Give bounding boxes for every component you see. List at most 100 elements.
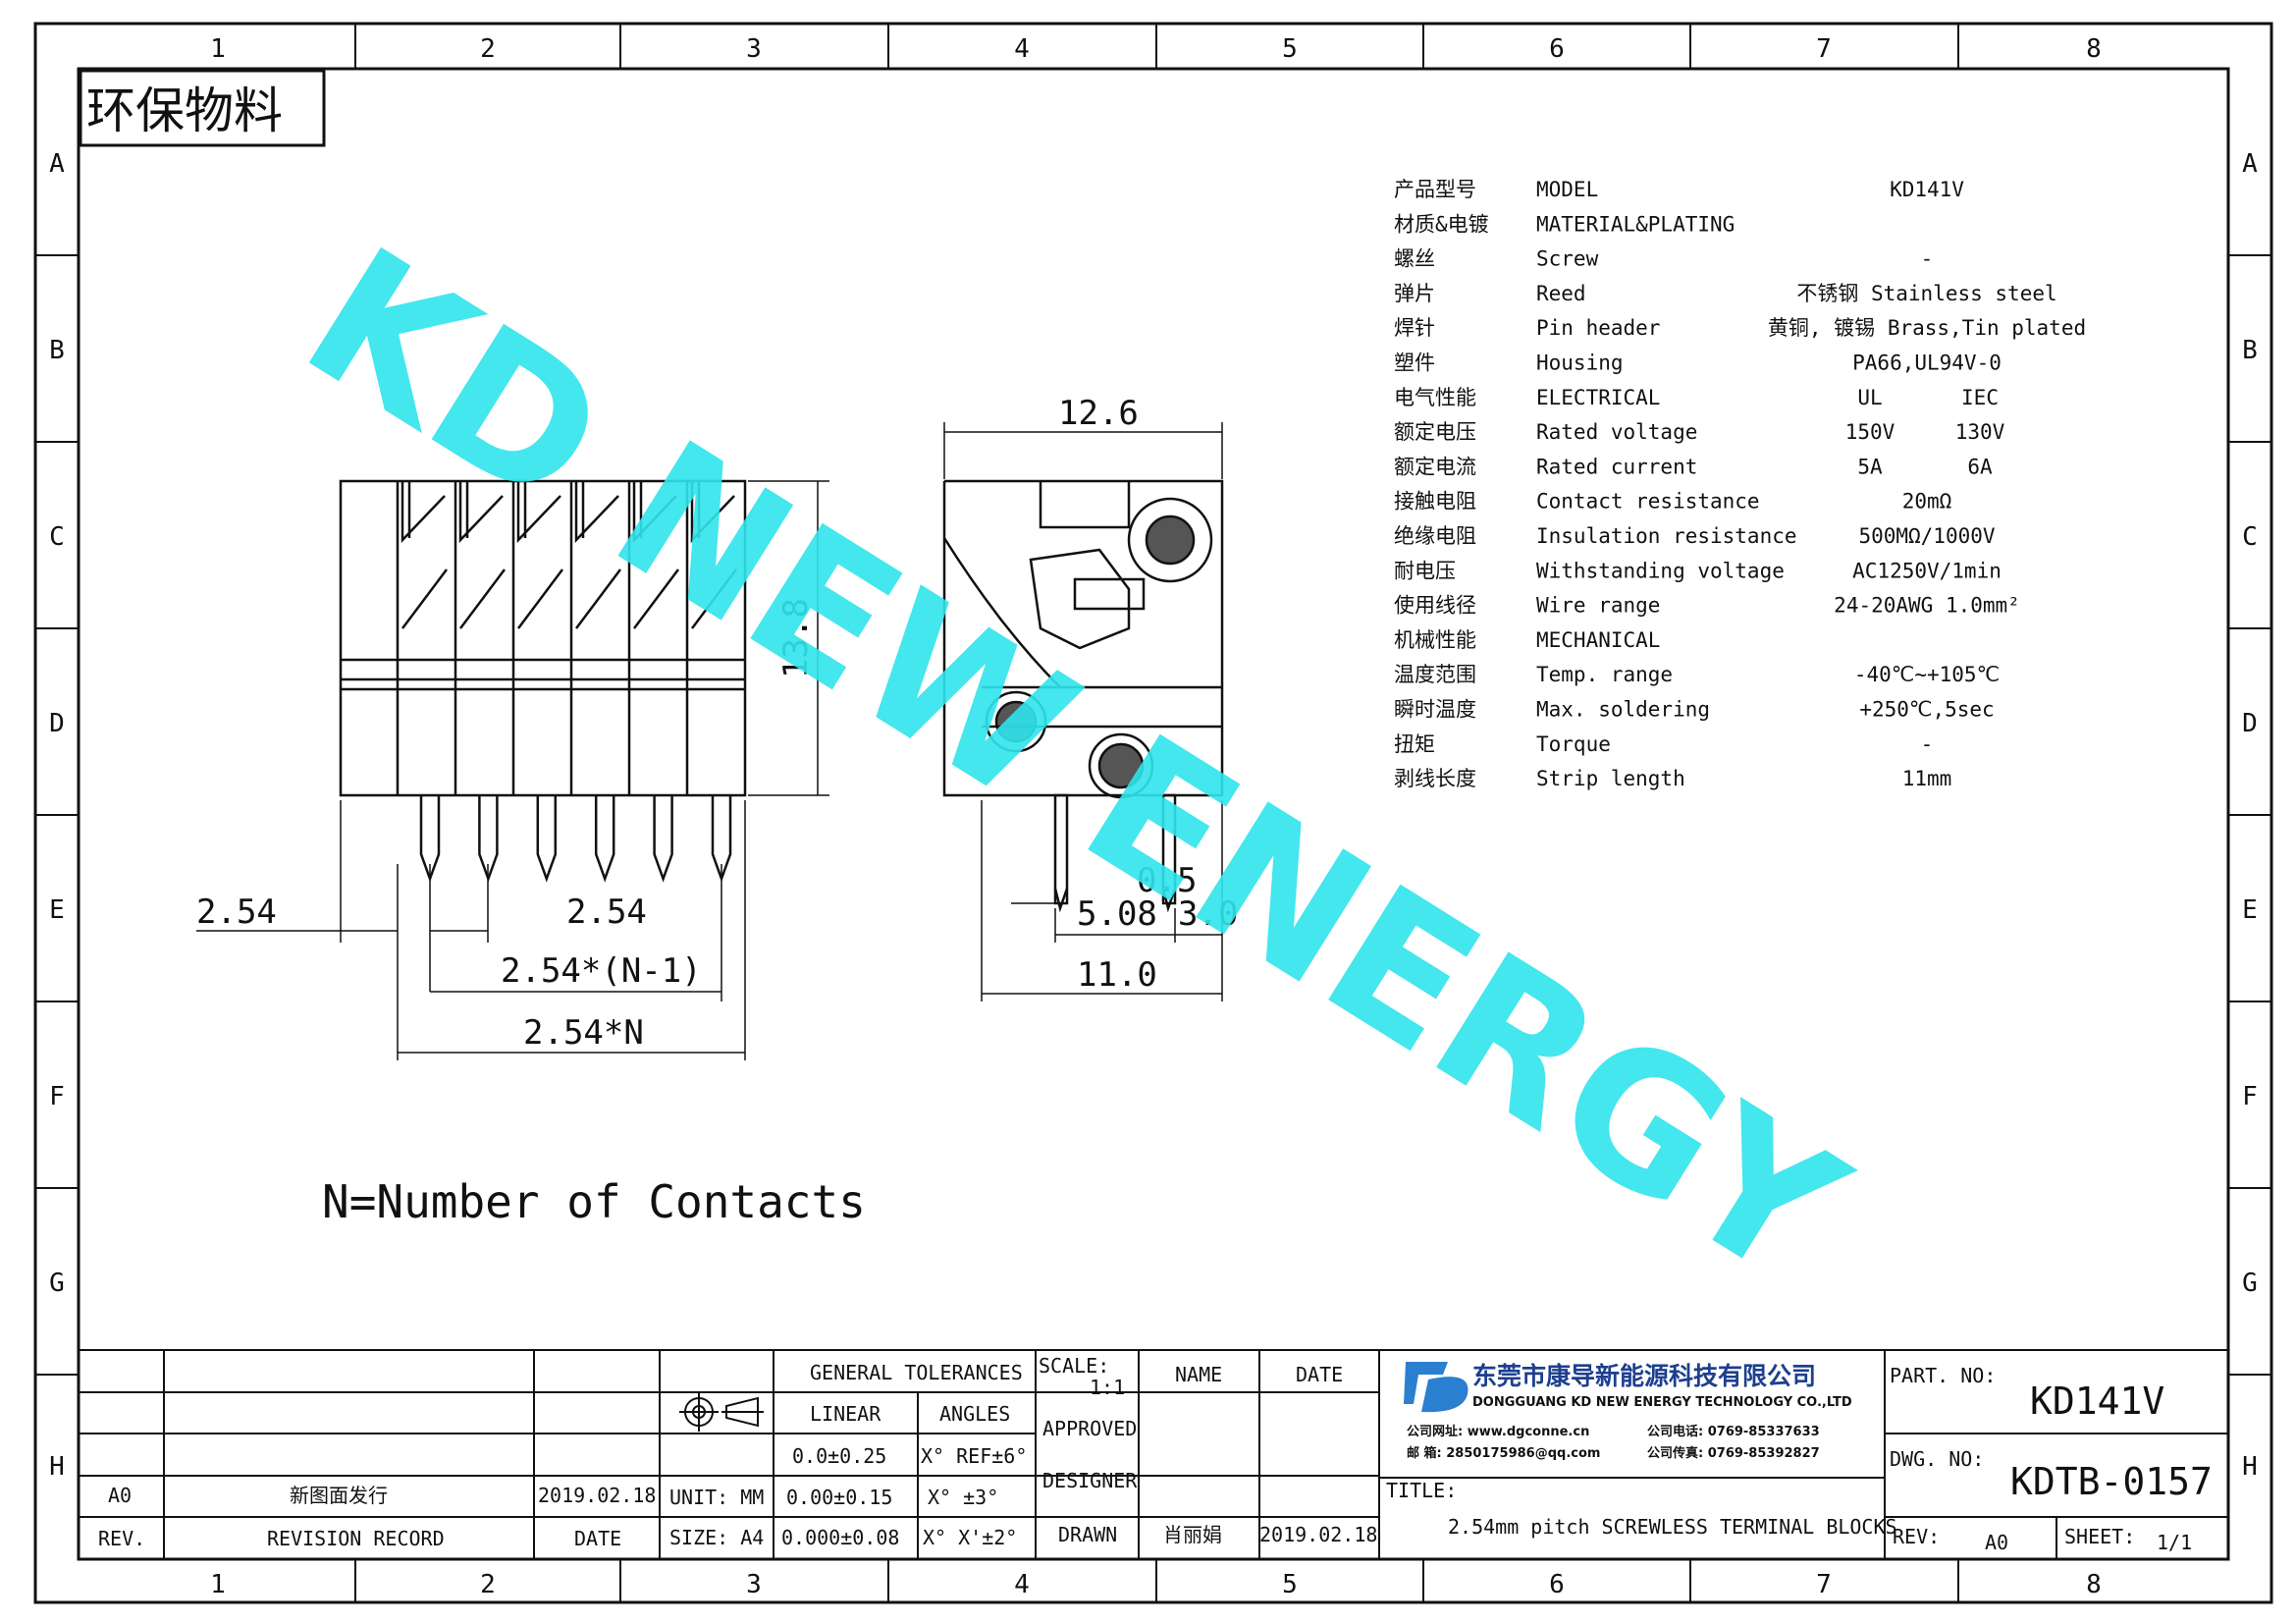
scale-label: SCALE: (1039, 1354, 1109, 1378)
record-header: REVISION RECORD (267, 1527, 445, 1550)
spec-value-iec: IEC (1961, 386, 1999, 409)
ang-1: X° REF±6° (921, 1444, 1027, 1468)
col-label-top: 1 (210, 34, 226, 64)
spec-label-cn: 使用线径 (1394, 594, 1476, 618)
date-col-header: DATE (574, 1527, 621, 1550)
eco-label-box (79, 69, 326, 147)
part-no: KD141V (2030, 1380, 2164, 1423)
row-label-right: B (2242, 336, 2258, 365)
spec-label-en: Temp. range (1536, 663, 1673, 686)
company-fax: 公司传真: 0769-85392827 (1647, 1445, 1820, 1461)
spec-label-cn: 耐电压 (1394, 559, 1456, 582)
drawn-date: 2019.02.18 (1259, 1523, 1377, 1546)
linear-header: LINEAR (810, 1402, 881, 1426)
wire-slot (458, 481, 506, 629)
sheet-label: SHEET: (2064, 1525, 2135, 1548)
spec-label-en: Withstanding voltage (1536, 559, 1785, 582)
dim-span-n-1: 2.54*(N-1) (501, 951, 702, 991)
spec-value: 500MΩ/1000V (1858, 524, 1995, 548)
spec-label-en: MATERIAL&PLATING (1536, 212, 1735, 236)
col-label-top: 5 (1282, 34, 1298, 64)
side-dimensions (943, 422, 1223, 1001)
spec-label-en: Pin header (1536, 316, 1660, 340)
dim-pitch: 2.54 (566, 893, 647, 932)
spec-label-cn: 扭矩 (1394, 732, 1435, 756)
date-header: DATE (1296, 1363, 1343, 1386)
scale-value: 1:1 (1090, 1376, 1125, 1399)
spec-label-cn: 额定电压 (1394, 420, 1476, 444)
spec-label-en: ELECTRICAL (1536, 386, 1660, 409)
spec-value: - (1921, 732, 1934, 756)
row-label-right: G (2242, 1269, 2258, 1298)
spec-label-en: Wire range (1536, 594, 1660, 618)
spec-label-en: Contact resistance (1536, 490, 1760, 514)
company-name-cn: 东莞市康导新能源科技有限公司 (1472, 1362, 1816, 1390)
row-label-right: C (2242, 522, 2258, 552)
spec-value: 24-20AWG 1.0mm² (1834, 594, 2020, 618)
company-website: 公司网址: www.dgconne.cn (1407, 1424, 1589, 1439)
col-label-top: 8 (2086, 34, 2102, 64)
spec-value-iec: 6A (1967, 455, 1993, 478)
row-label-right: D (2242, 709, 2258, 738)
company-phone: 公司电话: 0769-85337633 (1647, 1424, 1820, 1439)
col-label-top: 2 (480, 34, 496, 64)
ang-3: X° X'±2° (923, 1526, 1017, 1549)
spec-value: 不锈钢 Stainless steel (1796, 282, 2056, 305)
contacts-note: N=Number of Contacts (322, 1175, 866, 1228)
rev-label: REV: (1893, 1525, 1940, 1548)
dim-pin-offset: 0.5 (1137, 861, 1197, 900)
rev-header: REV. (98, 1527, 145, 1550)
outer-frame (33, 22, 2273, 1604)
spec-label-cn: 弹片 (1394, 282, 1435, 305)
spec-value: 11mm (1902, 767, 1952, 790)
spec-value: AC1250V/1min (1852, 559, 2002, 582)
spec-label-en: Rated current (1536, 455, 1697, 478)
col-label-bottom: 8 (2086, 1570, 2102, 1599)
spec-label-cn: 塑件 (1394, 352, 1435, 375)
spec-value-ul: UL (1857, 386, 1882, 409)
dim-depth: 11.0 (1077, 955, 1157, 995)
spec-label-cn: 接触电阻 (1394, 490, 1476, 514)
size: SIZE: A4 (669, 1526, 764, 1549)
spec-value-ul: 150V (1845, 420, 1896, 444)
eco-label: 环保物料 (86, 82, 283, 139)
row-label-left: D (49, 709, 65, 738)
dim-508: 5.08 (1077, 894, 1157, 934)
spec-label-en: MODEL (1536, 178, 1598, 201)
tol-header: GENERAL TOLERANCES (810, 1361, 1023, 1384)
unit: UNIT: MM (669, 1486, 764, 1509)
col-label-top: 4 (1014, 34, 1030, 64)
tol-2: 0.00±0.15 (786, 1486, 892, 1509)
row-label-left: F (49, 1082, 65, 1111)
col-label-top: 6 (1549, 34, 1565, 64)
drawn-label: DRAWN (1058, 1523, 1117, 1546)
row-label-left: E (49, 895, 65, 925)
dim-span-n: 2.54*N (523, 1013, 644, 1053)
rev-record: 新图面发行 (290, 1484, 388, 1507)
spec-label-cn: 剥线长度 (1394, 767, 1476, 790)
spec-label-cn: 机械性能 (1394, 628, 1476, 652)
spec-value: +250℃,5sec (1859, 698, 1994, 722)
spec-label-en: Torque (1536, 732, 1611, 756)
spec-label-cn: 温度范围 (1394, 663, 1476, 686)
part-label: PART. NO: (1890, 1364, 1996, 1387)
tol-1: 0.0±0.25 (792, 1444, 886, 1468)
dim-side-width: 12.6 (1058, 394, 1139, 433)
row-label-right: E (2242, 895, 2258, 925)
tol-3: 0.000±0.08 (781, 1526, 899, 1549)
wire-slot (632, 481, 679, 629)
col-label-bottom: 6 (1549, 1570, 1565, 1599)
dim-height: 13.8 (776, 598, 816, 678)
row-label-left: C (49, 522, 65, 552)
drawing-title: 2.54mm pitch SCREWLESS TERMINAL BLOCKS (1448, 1515, 1897, 1539)
spec-label-en: MECHANICAL (1536, 628, 1660, 652)
pin-header (653, 795, 673, 883)
spec-label-en: Reed (1536, 282, 1586, 305)
spec-value: - (1921, 247, 1934, 271)
side-view (942, 479, 1224, 913)
col-label-top: 3 (746, 34, 762, 64)
approved-label: APPROVED (1042, 1417, 1137, 1440)
col-label-bottom: 3 (746, 1570, 762, 1599)
spec-label-cn: 额定电流 (1394, 455, 1476, 478)
